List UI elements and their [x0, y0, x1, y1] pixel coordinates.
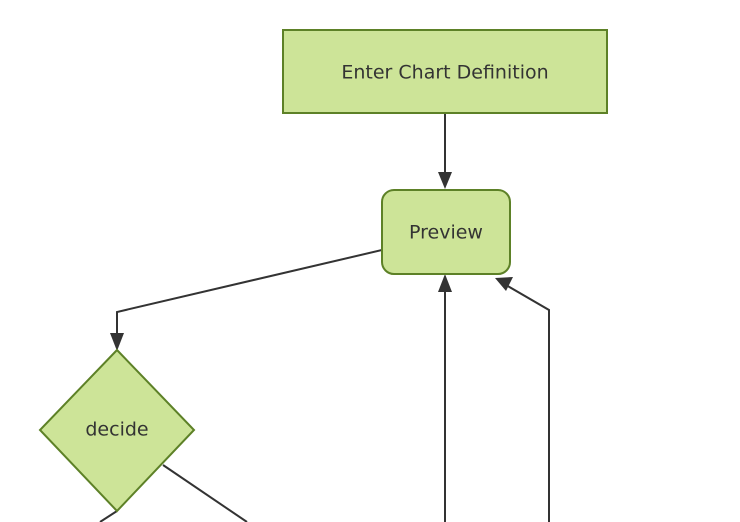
edge-offscreen-right-to-preview	[495, 277, 550, 522]
edge-preview-to-decide	[110, 249, 383, 351]
arrowhead-offscreen-left-to-preview	[438, 274, 452, 292]
edge-enter-to-preview	[438, 113, 452, 189]
node-preview[interactable]: Preview	[381, 189, 511, 275]
arrowhead-preview-to-decide	[110, 333, 124, 351]
edge-decide-to-offscreen-bottom-left	[99, 510, 118, 522]
arrowhead-offscreen-right-to-preview	[495, 277, 513, 291]
arrowhead-enter-to-preview	[438, 172, 452, 189]
node-enter-chart-definition[interactable]: Enter Chart Definition	[282, 29, 608, 114]
node-enter-chart-definition-shape[interactable]	[282, 29, 608, 114]
edge-offscreen-left-to-preview	[438, 274, 452, 522]
node-decide[interactable]: decide	[38, 348, 196, 513]
node-decide-label: decide	[85, 419, 148, 441]
node-preview-label: Preview	[409, 222, 483, 244]
node-preview-shape[interactable]	[381, 189, 511, 275]
node-decide-shape[interactable]	[38, 348, 196, 513]
edge-decide-to-offscreen-bottom-left-line	[99, 510, 118, 522]
edge-decide-to-offscreen-bottom-right-line	[162, 464, 248, 522]
edge-offscreen-right-to-preview-line	[505, 284, 550, 522]
node-enter-chart-definition-label: Enter Chart Definition	[341, 62, 548, 84]
edge-decide-to-offscreen-bottom-right	[162, 464, 248, 522]
edge-preview-to-decide-line	[116, 249, 383, 341]
